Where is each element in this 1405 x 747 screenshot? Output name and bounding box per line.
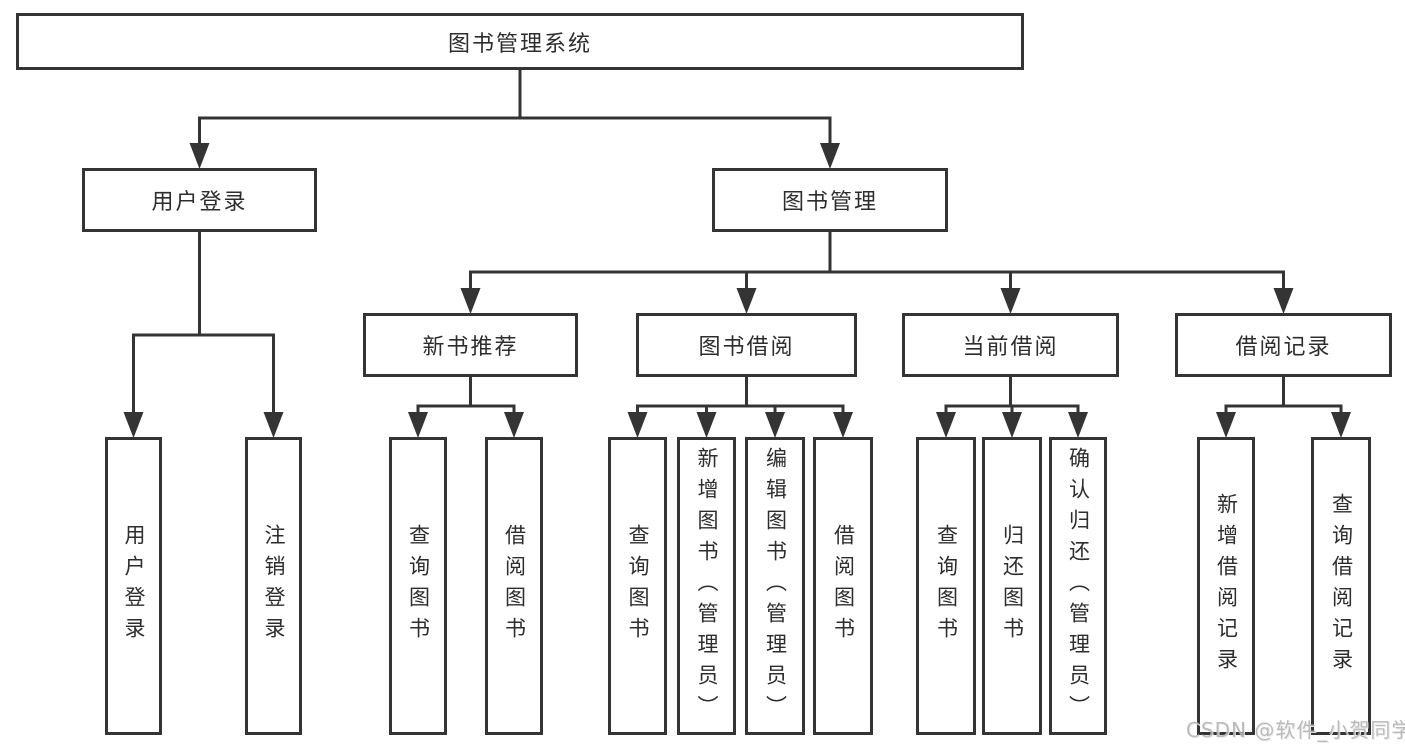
node-records: 借阅记录 bbox=[1175, 313, 1392, 377]
node-login: 用户登录 bbox=[82, 168, 317, 232]
node-mgmt: 图书管理 bbox=[712, 168, 948, 232]
node-borrow-lend: 借阅图书 bbox=[813, 437, 873, 735]
node-borrow-add: 新增图书（管理员） bbox=[677, 437, 736, 735]
node-label: 用户登录 bbox=[151, 190, 248, 215]
node-label: 新增借阅记录 bbox=[1214, 493, 1239, 679]
node-rec-borrow: 借阅图书 bbox=[485, 437, 543, 735]
node-borrow: 图书借阅 bbox=[636, 313, 857, 377]
node-label: 归还图书 bbox=[1000, 524, 1025, 648]
node-rec-query: 查询图书 bbox=[389, 437, 447, 735]
node-login-user: 用户登录 bbox=[105, 437, 162, 735]
watermark: CSDN @软件_小贺同学 bbox=[1186, 718, 1405, 742]
node-label: 查询图书 bbox=[626, 524, 650, 648]
node-current: 当前借阅 bbox=[902, 313, 1119, 377]
node-label: 用户登录 bbox=[122, 524, 146, 648]
node-label: 图书管理系统 bbox=[447, 31, 592, 57]
node-label: 借阅图书 bbox=[831, 524, 856, 648]
node-records-query: 查询借阅记录 bbox=[1311, 437, 1371, 735]
node-cur-query: 查询图书 bbox=[916, 437, 976, 735]
node-login-logout: 注销登录 bbox=[245, 437, 302, 735]
node-label: 图书借阅 bbox=[698, 335, 795, 360]
node-cur-return: 归还图书 bbox=[982, 437, 1042, 735]
node-label: 借阅图书 bbox=[502, 524, 527, 648]
node-label: 编辑图书（管理员） bbox=[763, 446, 788, 726]
node-cur-confirm: 确认归还（管理员） bbox=[1049, 437, 1107, 735]
node-label: 查询图书 bbox=[934, 524, 959, 648]
node-borrow-query: 查询图书 bbox=[608, 437, 667, 735]
node-label: 借阅记录 bbox=[1235, 335, 1332, 360]
node-label: 图书管理 bbox=[781, 190, 878, 215]
node-rec: 新书推荐 bbox=[363, 313, 578, 377]
node-label: 查询图书 bbox=[406, 524, 431, 648]
node-label: 确认归还（管理员） bbox=[1066, 446, 1091, 726]
node-label: 新书推荐 bbox=[422, 335, 519, 360]
node-root: 图书管理系统 bbox=[16, 13, 1024, 70]
node-records-add: 新增借阅记录 bbox=[1197, 437, 1255, 735]
node-label: 当前借阅 bbox=[962, 335, 1059, 360]
node-label: 新增图书（管理员） bbox=[695, 446, 719, 726]
node-label: 查询借阅记录 bbox=[1329, 493, 1354, 679]
node-borrow-edit: 编辑图书（管理员） bbox=[745, 437, 805, 735]
node-label: 注销登录 bbox=[262, 524, 286, 648]
